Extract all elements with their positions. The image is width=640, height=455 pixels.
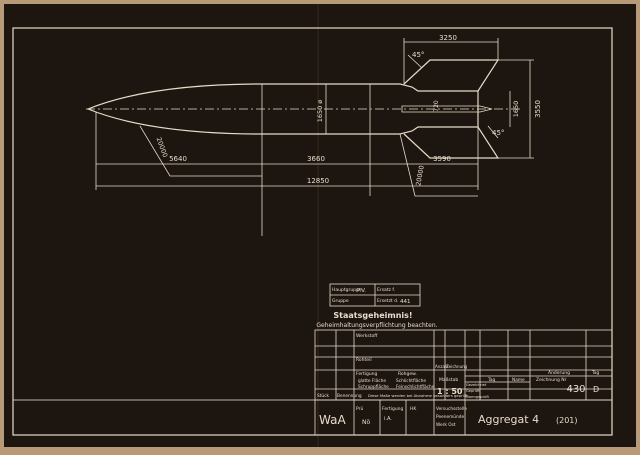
- versuchsstelle: Versuchsstelle: [436, 406, 467, 412]
- hk-label: HK: [410, 406, 417, 412]
- aenderung-label: Änderung: [548, 369, 570, 376]
- secret-subheading: Geheimhaltungsverpflichtung beachten.: [316, 322, 437, 329]
- group-box: Hauptgruppe P.V. Gruppe Ersatz f. Ersetz…: [329, 283, 421, 307]
- hauptgruppe-label: Hauptgruppe: [332, 287, 362, 293]
- gezeichnet-label: Gezeichnet: [466, 383, 487, 387]
- dim-nozzle-diameter: 720: [433, 100, 440, 112]
- zeichnung-nr-suffix: D: [593, 385, 599, 394]
- surface-3: Schlichtfläche: [396, 378, 426, 384]
- pruef-label: Prü: [356, 406, 363, 412]
- zeichnung-nr-label: Zeichnung Nr: [536, 377, 567, 383]
- dim-total-length: 12850: [307, 177, 329, 185]
- title-block-grid: [314, 329, 613, 401]
- tag-label-2: Tag: [591, 370, 600, 376]
- dim-fin-height: 3550: [534, 100, 542, 118]
- ersatz-durch-value: 441: [400, 299, 411, 305]
- pruef-init: Nö: [362, 419, 370, 426]
- bottom-band: [12, 399, 613, 436]
- dim-fin-angle-top: 45°: [412, 51, 424, 59]
- aggregat-number: (201): [556, 416, 578, 425]
- fertigung-init: i.A.: [384, 416, 392, 422]
- ersatz-label: Ersatz f.: [377, 287, 395, 293]
- dim-aft-section: 3590: [433, 155, 451, 163]
- benennung-label: Benennung: [337, 393, 362, 399]
- normgepr-label: Normgeprüft: [466, 395, 490, 399]
- gruppe-label: Gruppe: [332, 298, 349, 304]
- name-label: Name: [512, 377, 525, 383]
- drawing-field: [4, 4, 636, 447]
- secret-heading: Staatsgeheimnis!: [333, 311, 412, 320]
- ersatz-durch-label: Ersetzt d.: [377, 298, 398, 304]
- dimension-lines: 3250 45° 45° 1650 ø 720 1650 3550 20000 …: [95, 34, 542, 236]
- dim-fin-span: 3250: [439, 34, 457, 42]
- dim-body-diameter: 1650 ø: [316, 100, 324, 123]
- waa-label: WaA: [319, 413, 346, 427]
- dim-nose-section: 5640: [169, 155, 187, 163]
- dim-aft-radius: 20000: [414, 165, 425, 187]
- peenemuende: Peenemünde: [436, 414, 464, 420]
- fertigung2-label: Fertigung: [382, 406, 404, 412]
- massstab-label: Maßstab: [439, 377, 458, 383]
- zeichnung-label: Zeichnung: [446, 364, 468, 369]
- surface-2: Schruppfläche: [358, 384, 389, 390]
- zeichnung-nr-value: 430: [566, 384, 585, 395]
- rocket-outline: [86, 59, 520, 159]
- aggregat-title: Aggregat 4: [478, 413, 539, 426]
- upper-fin: [403, 59, 500, 92]
- tag-label: Tag: [487, 377, 496, 383]
- fertigung-label: Fertigung: [356, 371, 378, 377]
- nozzle: [401, 105, 493, 113]
- dim-fin-angle-bottom: 45°: [492, 129, 504, 137]
- dim-tail-diameter: 1650: [512, 101, 520, 118]
- werkstoff-label: Werkstoff: [356, 333, 378, 339]
- stueck-label: Stück: [317, 393, 329, 399]
- rohgew-label: Rohgew.: [398, 371, 417, 377]
- geprueft-label: Geprüft: [466, 389, 480, 393]
- massstab-value: 1 : 50: [437, 387, 463, 396]
- anzahl-label: Anzahl: [435, 364, 448, 369]
- dim-center-section: 3660: [307, 155, 325, 163]
- hauptgruppe-value: P.V.: [357, 288, 366, 294]
- surface-1: glatte Fläche: [358, 378, 386, 384]
- werk: Werk Ost: [436, 422, 456, 428]
- surface-4: Feinschlichtfläche: [396, 384, 435, 390]
- lower-fin: [403, 126, 500, 159]
- rohteil-label: Rohteil: [356, 357, 372, 363]
- surface-note: Diese Maße werden bei Abnahme besonders …: [368, 393, 468, 398]
